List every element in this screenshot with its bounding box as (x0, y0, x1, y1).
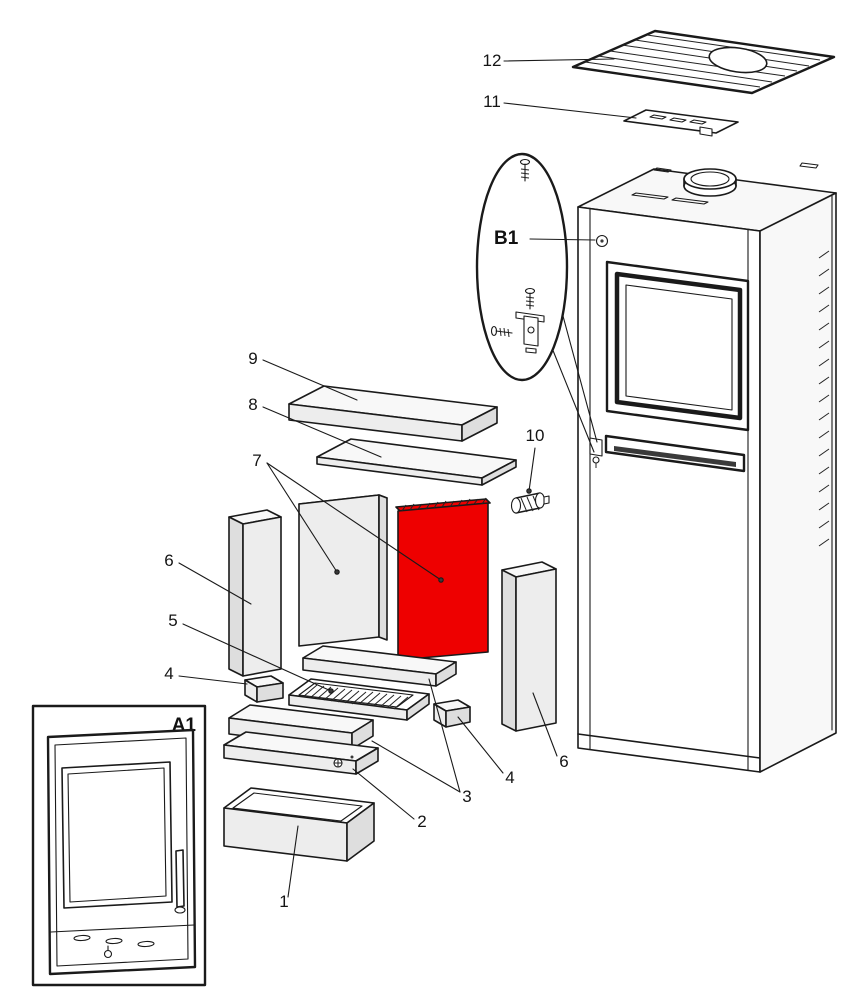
grate-slot-lines (302, 684, 409, 710)
label-part-3: 3 (462, 787, 471, 806)
door-air-slots (73, 934, 155, 948)
label-detail-b1: B1 (494, 228, 519, 249)
part-7-back-panel-left (298, 494, 388, 647)
label-part-6-left: 6 (164, 551, 173, 570)
part-12-top-plate (571, 29, 836, 95)
stove-side-face (759, 192, 837, 773)
stove-base-line (577, 733, 761, 759)
door-handle (174, 849, 186, 914)
detail-callout-a1: A1 (31, 704, 207, 987)
part-4-block-left (244, 675, 284, 703)
leader-lines (178, 58, 637, 898)
part-10-roller-pin (510, 492, 550, 514)
screw-icon (519, 158, 531, 182)
latch-assembly-detail (490, 287, 545, 354)
part-6-side-brick-right (501, 561, 557, 732)
b1-reference-marker (595, 234, 609, 248)
label-part-11: 11 (483, 92, 501, 111)
label-part-2: 2 (417, 812, 426, 831)
label-part-9: 9 (248, 349, 257, 368)
flue-collar (683, 168, 737, 197)
part-3-strip-upper (302, 645, 457, 687)
part-5-grate (288, 678, 430, 721)
stove-door-window (625, 284, 733, 411)
door-knob (103, 945, 113, 959)
part-9-top-brick (288, 385, 498, 442)
part-8-baffle-plate (316, 438, 517, 486)
part-6-side-brick-left (228, 509, 282, 677)
label-part-7: 7 (252, 451, 261, 470)
detail-callout-b1: B1 (475, 152, 598, 453)
label-part-10: 10 (526, 426, 545, 445)
plate-screw-icon (333, 755, 354, 768)
side-vent-slashes (818, 250, 830, 547)
stove-assembly (577, 162, 837, 773)
stove-latch-bracket (589, 437, 603, 468)
stove-door-opening (605, 260, 750, 432)
panel-edge-ticks (401, 497, 487, 512)
flue-hole (708, 46, 768, 74)
label-part-8: 8 (248, 395, 257, 414)
stove-door-detail (46, 728, 197, 976)
label-part-6-right: 6 (559, 752, 568, 771)
stove-ash-slot (604, 434, 746, 473)
label-part-5: 5 (168, 611, 177, 630)
label-part-4-left: 4 (164, 664, 173, 683)
part-4-block-right (433, 699, 471, 728)
part-2-mounting-plate (223, 731, 379, 775)
label-part-4-right: 4 (505, 768, 514, 787)
part-11-rail (623, 109, 739, 137)
part-1-ash-pan (223, 787, 375, 862)
top-grille-slots (631, 162, 819, 205)
label-part-12: 12 (483, 51, 502, 70)
part-labels: 12 11 9 8 7 10 6 5 4 6 4 3 2 1 (164, 51, 568, 911)
door-glass (61, 761, 173, 909)
label-part-1: 1 (279, 892, 288, 911)
